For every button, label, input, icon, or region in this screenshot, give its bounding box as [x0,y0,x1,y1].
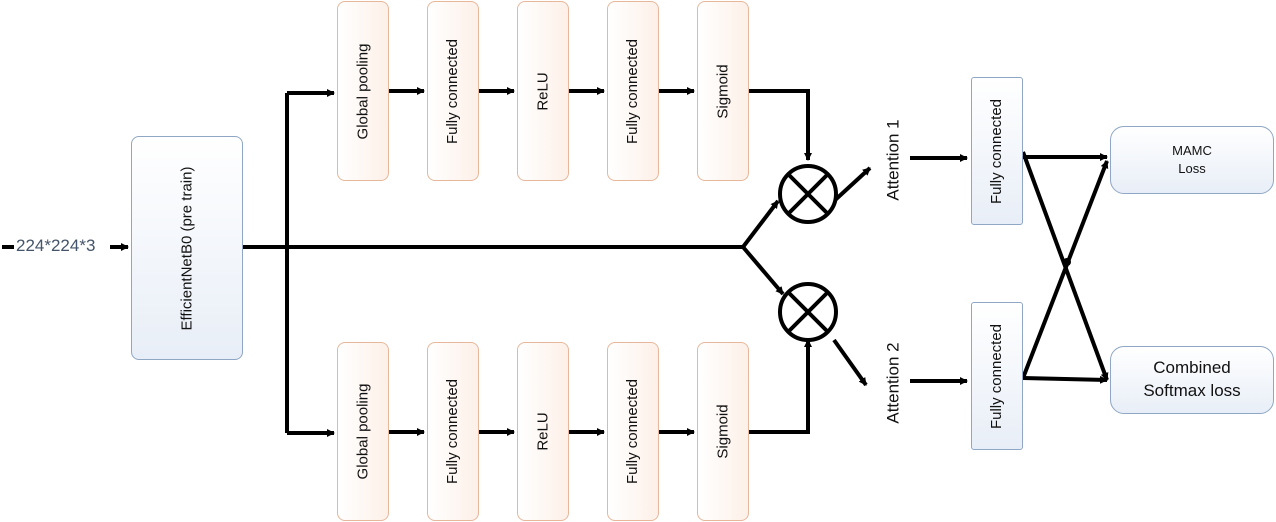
top-global-pooling: Global pooling [337,1,389,181]
top-multiply-node [778,164,838,224]
bottom-global-pooling: Global pooling [337,342,389,521]
top-global-pooling-label: Global pooling [354,43,372,139]
fc-right-top-label: Fully connected [988,98,1006,204]
bottom-relu-label: ReLU [534,412,552,451]
top-fully-connected-1-label: Fully connected [444,38,462,144]
top-relu-label: ReLU [534,71,552,111]
attention-1-label: Attention 1 [884,119,903,201]
mamc-loss-line2: Loss [1178,161,1206,176]
mamc-loss-line1: MAMC [1172,143,1212,159]
bottom-relu: ReLU [517,342,569,521]
combined-softmax-loss-block: Combined Softmax loss [1110,346,1274,414]
top-relu: ReLU [517,1,569,181]
cross-junction-dot [1063,258,1071,266]
mamc-loss-text: MAMC Loss [1172,142,1212,177]
backbone-block: EfficientNetB0 (pre train) [131,136,243,360]
fc-bottom-to-mamc [1021,160,1109,379]
bottom-sigmoid: Sigmoid [697,342,749,521]
combined-loss-line2: Softmax loss [1143,381,1241,400]
top-sigmoid-label: Sigmoid [714,63,732,119]
attention-2-label: Attention 2 [884,342,903,424]
combined-loss-line1: Combined [1153,358,1231,378]
top-sigmoid-to-multiplier [749,89,812,161]
bottom-fully-connected-1-label: Fully connected [444,378,462,485]
bottom-sigmoid-label: Sigmoid [714,404,732,459]
fork-to-bottom-multiplier [741,245,785,296]
attention-1-label-box: Attention 1 [870,95,918,225]
multiplier-to-attention-1 [832,166,872,203]
top-sigmoid: Sigmoid [697,1,749,181]
attention-2-label-box: Attention 2 [870,318,918,448]
multiplier-to-attention-2 [832,338,868,387]
bottom-global-pooling-label: Global pooling [354,383,372,480]
mamc-loss-block: MAMC Loss [1110,126,1274,194]
bottom-multiply-node [778,282,838,342]
input-size-label: 224*224*3 [16,236,96,255]
bottom-fully-connected-2: Fully connected [607,342,659,521]
fc-right-top: Fully connected [971,77,1023,225]
fork-to-top-multiplier [741,199,780,249]
bottom-fully-connected-2-label: Fully connected [624,378,642,485]
fc-bottom-to-combined [1022,375,1108,384]
fc-right-bottom: Fully connected [971,302,1023,450]
bottom-fully-connected-1: Fully connected [427,342,479,521]
fc-right-bottom-label: Fully connected [988,323,1006,429]
combined-loss-text: Combined Softmax loss [1143,357,1240,403]
top-fully-connected-2: Fully connected [607,1,659,181]
backbone-label: EfficientNetB0 (pre train) [178,166,196,330]
bottom-sigmoid-to-multiplier [749,339,812,434]
top-fully-connected-2-label: Fully connected [624,38,642,144]
top-fully-connected-1: Fully connected [427,1,479,181]
